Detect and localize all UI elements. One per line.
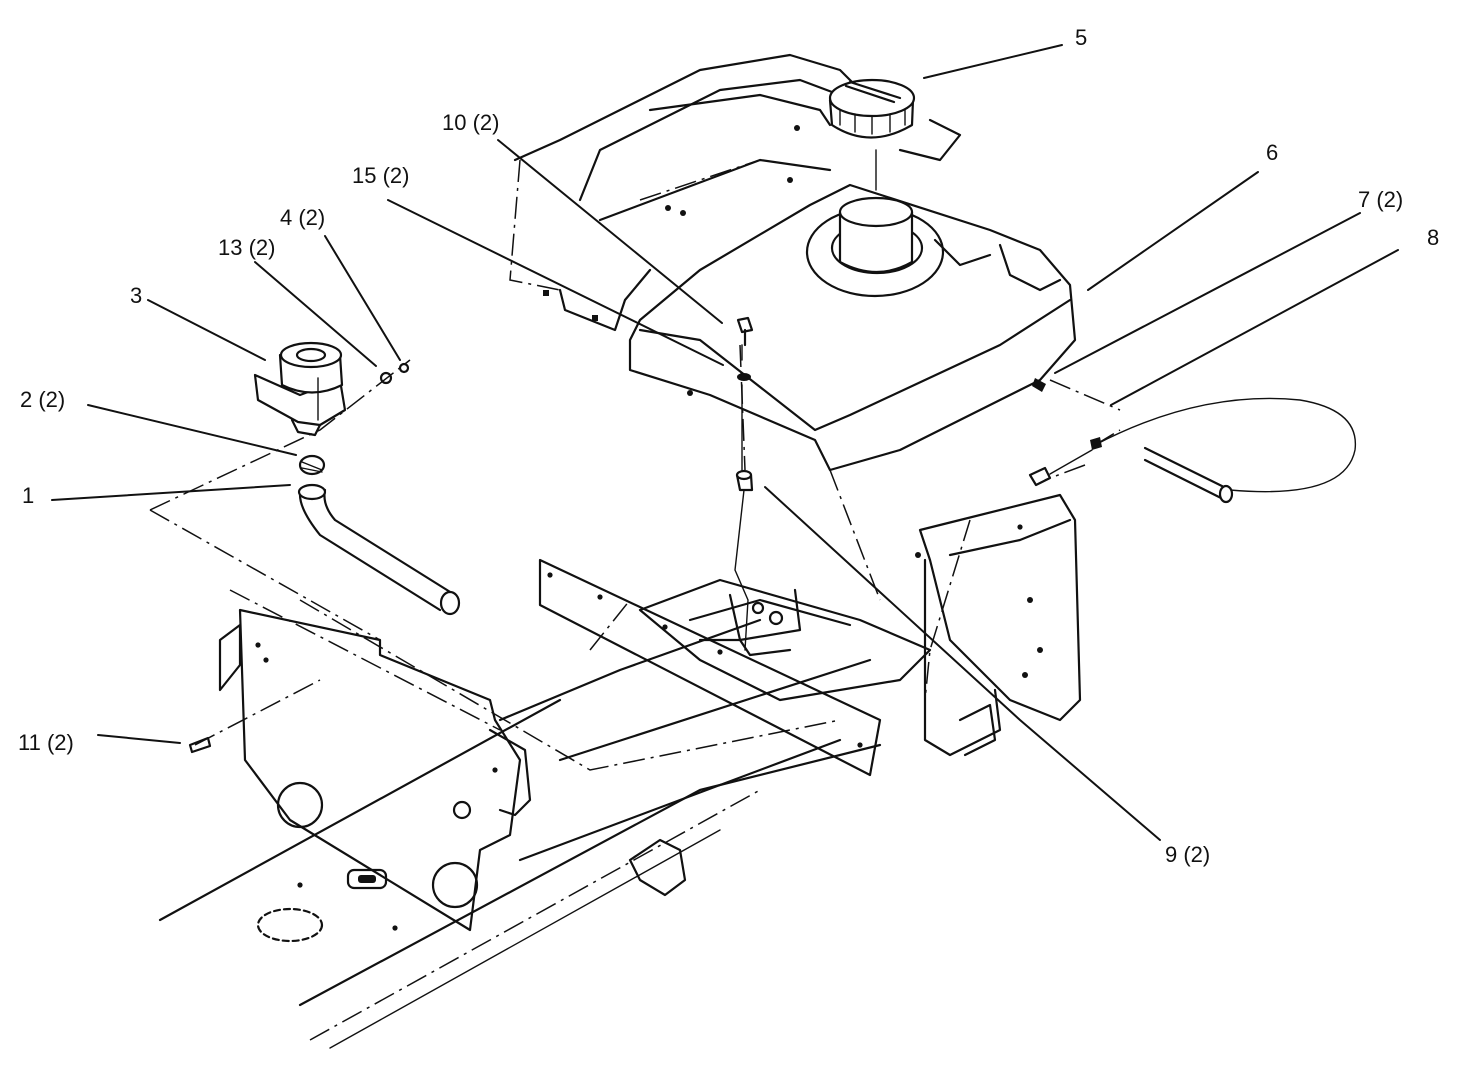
hose-clamp bbox=[298, 454, 326, 476]
filler-cap-assembly bbox=[253, 341, 347, 437]
callout-10: 10 (2) bbox=[442, 110, 499, 135]
callout-6: 6 bbox=[1266, 140, 1278, 165]
callout-5: 5 bbox=[1075, 25, 1087, 50]
callout-7: 7 (2) bbox=[1358, 187, 1403, 212]
front-shroud-panel bbox=[218, 608, 532, 932]
leader-lines bbox=[51, 44, 1399, 841]
callout-9: 9 (2) bbox=[1165, 842, 1210, 867]
fuel-tank bbox=[628, 183, 1077, 472]
body-shroud bbox=[509, 53, 962, 332]
callout-1: 1 bbox=[22, 483, 34, 508]
chassis-frame bbox=[158, 578, 932, 1049]
fuel-cap bbox=[828, 78, 916, 191]
callout-4: 4 (2) bbox=[280, 205, 325, 230]
center-lines bbox=[149, 159, 1121, 771]
cross-bar bbox=[538, 558, 882, 777]
callout-11: 11 (2) bbox=[18, 730, 74, 755]
callout-8: 8 bbox=[1427, 225, 1439, 250]
callout-3: 3 bbox=[130, 283, 142, 308]
hose bbox=[297, 483, 461, 616]
callout-2: 2 (2) bbox=[20, 387, 65, 412]
callout-labels: 1 2 (2) 3 4 (2) 5 6 7 (2) 8 9 (2) 10 (2)… bbox=[18, 25, 1439, 867]
dash-panel bbox=[915, 493, 1082, 757]
callout-13: 13 (2) bbox=[218, 235, 275, 260]
callout-15: 15 (2) bbox=[352, 163, 409, 188]
